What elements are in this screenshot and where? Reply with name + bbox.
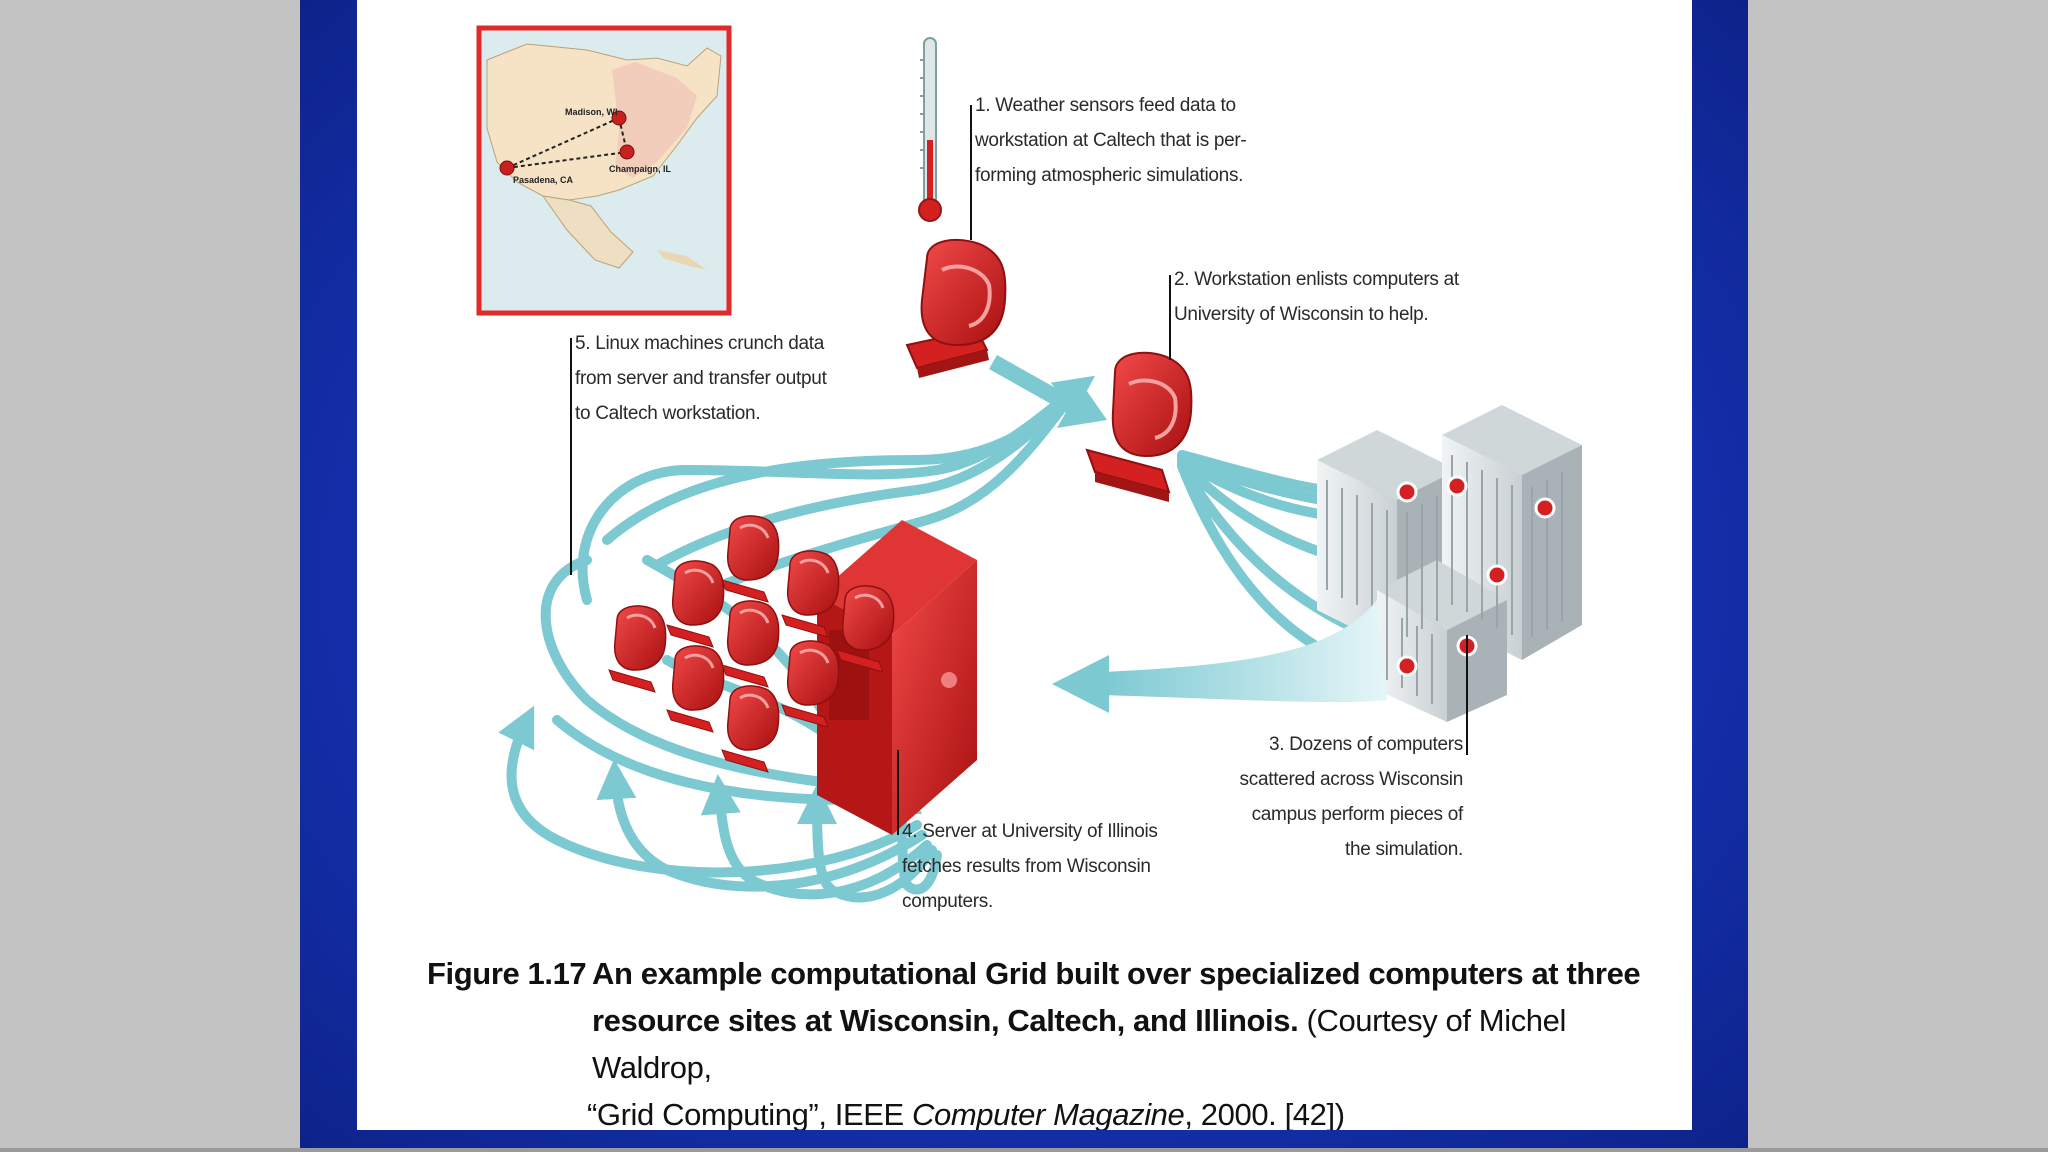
caption-title: An example computational Grid built over… (592, 956, 1641, 991)
linux-machine-icon (721, 600, 780, 688)
caltech-workstation (905, 238, 1007, 378)
us-map-inset: Madison, WI Champaign, IL Pasadena, CA (476, 25, 732, 316)
slide-content: Madison, WI Champaign, IL Pasadena, CA (357, 0, 1692, 1130)
caption-line-2: resource sites at Wisconsin, Caltech, an… (427, 997, 1677, 1091)
thermometer-icon (918, 37, 942, 222)
linux-machine-icon (836, 585, 895, 673)
callout-leader-lines (570, 105, 1468, 835)
caption-sites: resource sites at Wisconsin, Caltech, an… (592, 1003, 1299, 1038)
callout-weather-sensors: 1. Weather sensors feed data to workstat… (975, 95, 1247, 186)
caption-magazine: Computer Magazine (912, 1097, 1185, 1130)
linux-machine-icon (721, 685, 780, 773)
caption-article: “Grid Computing”, IEEE (587, 1097, 913, 1130)
wisconsin-to-server-arrow (1052, 600, 1387, 713)
callout-illinois-server: 4. Server at University of Illinois fetc… (902, 821, 1158, 912)
linux-machine-icon (666, 645, 725, 733)
callout-linux-machines: 5. Linux machines crunch data from serve… (575, 333, 827, 424)
map-label-pasadena: Pasadena, CA (513, 175, 574, 185)
figure-number: Figure 1.17 (427, 956, 587, 991)
linux-machines (608, 515, 895, 773)
linux-machine-icon (781, 550, 840, 638)
wisconsin-workstation (1085, 351, 1193, 502)
caption-line-3: “Grid Computing”, IEEE Computer Magazine… (427, 1091, 1677, 1130)
linux-machine-icon (608, 605, 667, 693)
grid-diagram: Madison, WI Champaign, IL Pasadena, CA (476, 25, 1582, 903)
callout-workstation-enlists: 2. Workstation enlists computers at Univ… (1174, 269, 1459, 325)
caption-courtesy: (Courtesy of Michel Waldrop, (592, 1003, 1566, 1085)
slide-frame: Madison, WI Champaign, IL Pasadena, CA (300, 0, 1748, 1148)
bottom-strip (0, 1148, 2048, 1152)
wisconsin-buildings (1317, 405, 1582, 722)
caption-year: , 2000. [42]) (1184, 1097, 1345, 1130)
linux-machine-icon (721, 515, 780, 603)
linux-machine-icon (781, 640, 840, 728)
caltech-to-wisconsin-workstation-arrow (989, 355, 1107, 428)
map-label-madison: Madison, WI (565, 107, 618, 117)
callout-dozens-of-computers: 3. Dozens of computers scattered across … (1239, 734, 1464, 860)
map-label-champaign: Champaign, IL (609, 164, 672, 174)
linux-machine-icon (666, 560, 725, 648)
